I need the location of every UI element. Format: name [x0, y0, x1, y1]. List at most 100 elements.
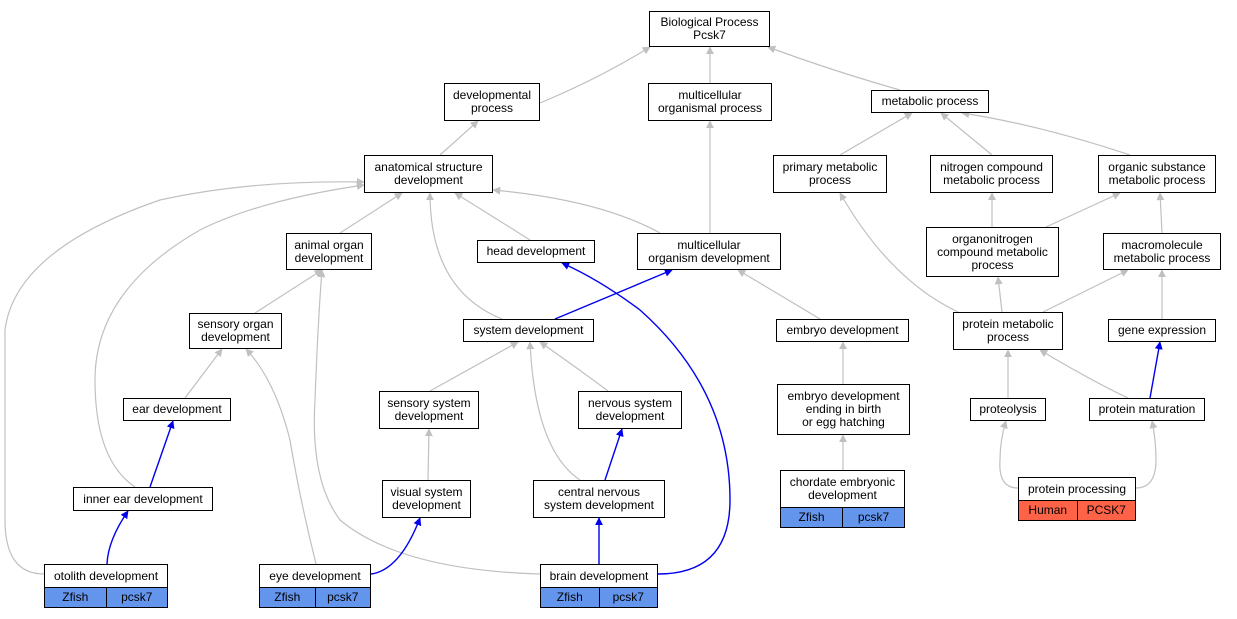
node-protein-processing[interactable]: protein processing Human PCSK7 [1018, 477, 1136, 521]
node-sensory-organ-development[interactable]: sensory organ development [189, 313, 282, 349]
node-chordate-embryonic-development[interactable]: chordate embryonic development Zfish pcs… [780, 470, 905, 528]
node-label: multicellular organism development [648, 237, 770, 265]
node-label: organonitrogen compound metabolic proces… [937, 231, 1048, 272]
node-label: inner ear development [83, 491, 203, 506]
node-otolith-development[interactable]: otolith development Zfish pcsk7 [44, 564, 168, 608]
gene-cell: pcsk7 [314, 588, 371, 607]
node-protein-maturation[interactable]: protein maturation [1089, 398, 1205, 421]
gene-cell: pcsk7 [842, 508, 904, 527]
node-label: sensory organ development [197, 317, 274, 344]
node-embryo-development[interactable]: embryo development [776, 319, 909, 342]
edge-bd-to-hd [561, 262, 731, 575]
edge-pm-to-ge [1149, 341, 1163, 399]
node-label: embryo development [786, 323, 899, 337]
annotation-row: Zfish pcsk7 [45, 587, 167, 607]
node-proteolysis[interactable]: proteolysis [970, 398, 1046, 421]
node-label: protein maturation [1098, 402, 1196, 416]
annotation-row: Zfish pcsk7 [781, 507, 904, 527]
node-label: proteolysis [979, 402, 1037, 416]
species-cell: Human [1028, 503, 1068, 517]
node-ear-development[interactable]: ear development [123, 398, 231, 421]
annotation-row: Human PCSK7 [1019, 500, 1135, 520]
annotation-row: Zfish pcsk7 [260, 587, 370, 607]
node-label: otolith development [53, 568, 159, 583]
node-label: gene expression [1117, 323, 1207, 337]
node-central-nervous-system-development[interactable]: central nervous system development [533, 480, 665, 518]
node-label: nervous system development [587, 396, 673, 423]
node-label: organic substance metabolic process [1108, 160, 1206, 187]
edge-mod-to-asd [492, 186, 661, 234]
node-label: sensory system development [387, 396, 471, 423]
edge-ied-to-eard [149, 420, 175, 488]
species-cell: Zfish [556, 590, 583, 604]
gene-cell: pcsk7 [105, 588, 168, 607]
edge-pp-to-prot [999, 420, 1019, 489]
edge-aod-to-asd [339, 192, 403, 234]
node-embryo-development-ending-in-birth[interactable]: embryo development ending in birth or eg… [777, 384, 910, 435]
node-gene-expression[interactable]: gene expression [1108, 319, 1216, 342]
node-inner-ear-development[interactable]: inner ear development [73, 487, 213, 511]
node-label: visual system development [390, 485, 463, 512]
node-nitrogen-compound-metabolic-process[interactable]: nitrogen compound metabolic process [930, 155, 1053, 193]
node-developmental-process[interactable]: developmental process [444, 83, 540, 121]
edge-cnsd-to-nsd [604, 428, 624, 481]
node-label: embryo development ending in birth or eg… [787, 389, 900, 429]
node-multicellular-organismal-process[interactable]: multicellular organismal process [648, 83, 772, 121]
node-label: head development [486, 244, 586, 258]
node-label: ear development [132, 402, 222, 416]
node-anatomical-structure-development[interactable]: anatomical structure development [364, 155, 493, 193]
node-label: Biological Process Pcsk7 [660, 15, 759, 42]
node-head-development[interactable]: head development [477, 240, 595, 263]
node-animal-organ-development[interactable]: animal organ development [286, 233, 372, 270]
node-brain-development[interactable]: brain development Zfish pcsk7 [540, 564, 658, 608]
edge-sd-to-asd [426, 192, 503, 320]
edge-ed-to-mod [737, 269, 821, 320]
edge-eyed-to-sod [245, 348, 317, 565]
species-cell: Zfish [274, 590, 301, 604]
node-primary-metabolic-process[interactable]: primary metabolic process [773, 155, 887, 193]
node-visual-system-development[interactable]: visual system development [382, 480, 471, 518]
node-protein-metabolic-process[interactable]: protein metabolic process [953, 312, 1063, 350]
edge-pm-to-prmp [1039, 349, 1129, 399]
edge-devproc-to-bp [539, 46, 651, 104]
node-organonitrogen-compound-metabolic-process[interactable]: organonitrogen compound metabolic proces… [926, 227, 1059, 277]
node-label: primary metabolic process [782, 160, 878, 187]
edge-vsd-to-ssd [424, 428, 433, 481]
edge-bd-to-aod [313, 269, 541, 575]
annotation-row: Zfish pcsk7 [541, 587, 657, 607]
edge-ied-to-asd [94, 182, 365, 488]
edge-pp-to-pm [1135, 420, 1158, 489]
edge-ssd-to-sd [429, 341, 519, 392]
gene-cell: pcsk7 [598, 588, 658, 607]
edge-cnsd-to-sd [526, 341, 581, 481]
node-label: multicellular organismal process [657, 88, 763, 115]
species-cell: Zfish [62, 590, 89, 604]
edge-osmp-to-metab [961, 110, 1131, 156]
node-organic-substance-metabolic-process[interactable]: organic substance metabolic process [1098, 155, 1216, 193]
node-nervous-system-development[interactable]: nervous system development [578, 391, 682, 429]
node-multicellular-organism-development[interactable]: multicellular organism development [637, 233, 781, 270]
node-label: protein metabolic process [962, 317, 1054, 344]
node-label: brain development [549, 568, 649, 583]
node-label: chordate embryonic development [789, 475, 896, 502]
node-macromolecule-metabolic-process[interactable]: macromolecule metabolic process [1103, 233, 1221, 270]
node-label: protein processing [1027, 481, 1127, 496]
edge-sd-to-mod [554, 269, 673, 320]
node-label: system development [473, 323, 584, 337]
edge-metab-to-bp [767, 45, 901, 91]
node-label: developmental process [452, 88, 532, 115]
edge-prmp-to-pmp [839, 192, 959, 313]
node-metabolic-process[interactable]: metabolic process [871, 90, 989, 113]
edge-mmp-to-osmp [1156, 192, 1165, 234]
node-label: eye development [269, 568, 361, 583]
node-sensory-system-development[interactable]: sensory system development [379, 391, 479, 429]
node-eye-development[interactable]: eye development Zfish pcsk7 [259, 564, 371, 608]
node-system-development[interactable]: system development [463, 319, 594, 342]
node-biological-process[interactable]: Biological Process Pcsk7 [649, 11, 770, 47]
edge-eard-to-sod [184, 348, 223, 399]
edge-otd-to-asd [4, 177, 365, 575]
edge-eyed-to-vsd [370, 517, 422, 575]
edge-sod-to-aod [254, 269, 323, 314]
